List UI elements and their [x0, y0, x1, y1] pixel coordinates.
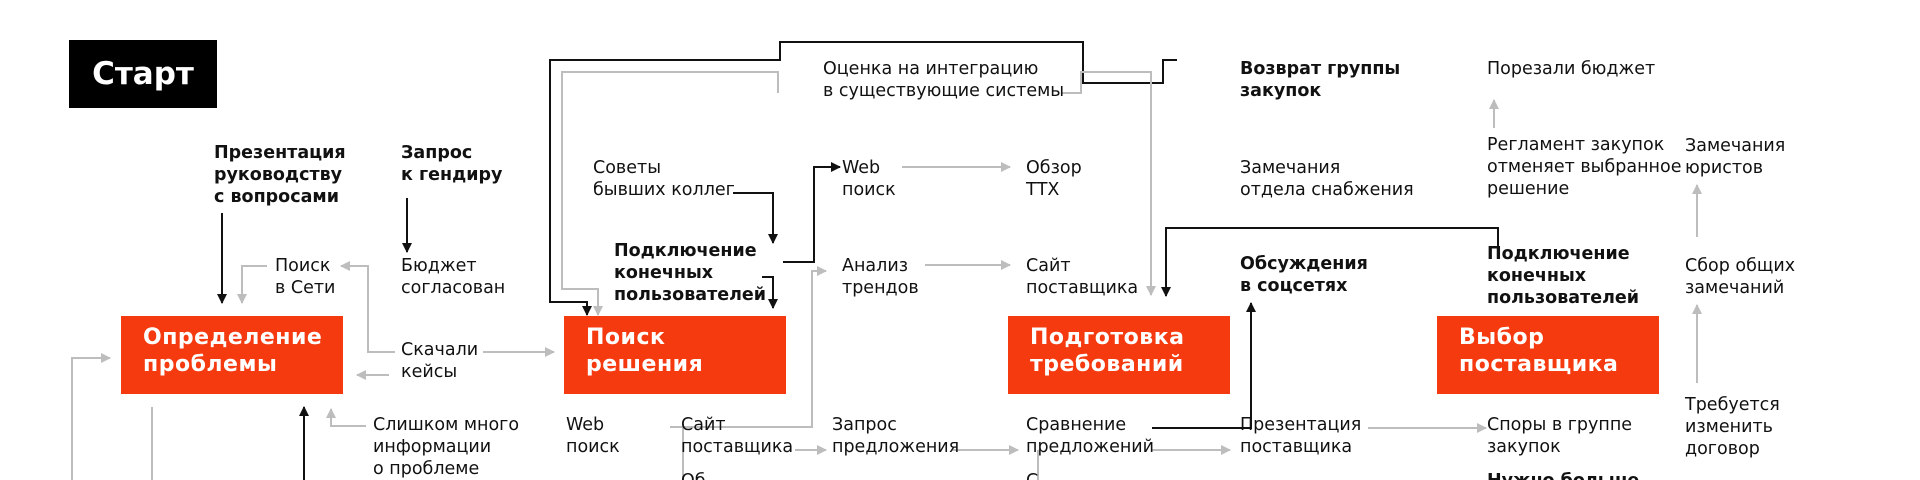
node-vendor-site-top: Сайт поставщика: [1026, 256, 1139, 298]
node-budget-cut: Порезали бюджет: [1487, 59, 1656, 79]
arrow-left-into-problem: [71, 353, 111, 480]
node-supply-remarks: Замечания отдела снабжения: [1240, 158, 1414, 200]
arrow-advice-to-connect: [733, 192, 778, 244]
stage-vendor-selection: Выбор поставщика: [1437, 316, 1659, 394]
node-web-search-bottom: Web поиск: [566, 415, 620, 457]
node-connect-users-1: Подключение конечных пользователей: [614, 241, 767, 305]
arrow-info-to-problem: [326, 408, 366, 427]
node-mgmt-presentation: Презентация руководству с вопросами: [214, 143, 346, 207]
arrow-cases-to-websearch: [340, 261, 395, 353]
start-label: Старт: [69, 40, 217, 108]
node-budget-approved: Бюджет согласован: [401, 256, 506, 298]
node-rfp: Запрос предложения: [832, 415, 960, 457]
loop-light-to-search: [1061, 71, 1156, 296]
line-site-to-trends: [670, 266, 827, 428]
stage-problem-definition: Определение проблемы: [121, 316, 343, 394]
node-procurement-rules: Регламент закупок отменяет выбранное реш…: [1487, 135, 1682, 199]
arrow-websearch-to-problem: [237, 265, 267, 304]
arrow-connect-to-search: [762, 276, 778, 309]
node-compare-offers: Сравнение предложений: [1026, 415, 1155, 457]
node-need-more: Нужно больше: [1487, 470, 1639, 480]
node-ceo-request: Запрос к гендиру: [401, 143, 503, 185]
node-bottom-cut-1: Об: [681, 470, 706, 480]
node-downloaded-cases: Скачали кейсы: [401, 340, 479, 382]
stage-requirements: Подготовка требований: [1008, 316, 1230, 394]
node-vendor-presentation: Презентация поставщика: [1240, 415, 1362, 457]
node-change-contract: Требуется изменить договор: [1685, 395, 1780, 459]
node-bottom-cut-2: С: [1026, 470, 1038, 480]
node-integration-eval: Оценка на интеграцию в существующие сист…: [823, 59, 1065, 101]
node-too-much-info: Слишком много информации о проблеме: [373, 415, 520, 479]
node-connect-users-2: Подключение конечных пользователей: [1487, 244, 1640, 308]
node-procurement-return: Возврат группы закупок: [1240, 59, 1401, 101]
loop-connect2-to-requirements: [1161, 227, 1499, 297]
loop-dark-to-search: [549, 41, 1177, 316]
node-trend-analysis: Анализ трендов: [842, 256, 919, 298]
arrow-connect-to-web: [783, 162, 841, 263]
loop-light-left: [561, 71, 779, 316]
node-procurement-disputes: Споры в группе закупок: [1487, 415, 1633, 457]
node-web-search-top: Web поиск: [842, 158, 896, 200]
node-social-discussion: Обсуждения в соцсетях: [1240, 254, 1368, 296]
node-collect-remarks: Сбор общих замечаний: [1685, 256, 1796, 298]
node-legal-remarks: Замечания юристов: [1685, 136, 1786, 178]
node-web-search-sidebar: Поиск в Сети: [275, 256, 336, 298]
node-colleagues-advice: Советы бывших коллег: [593, 158, 735, 200]
arrow-compare-to-social: [1152, 302, 1256, 429]
stage-solution-search: Поиск решения: [564, 316, 786, 394]
node-specs-review: Обзор ТТХ: [1026, 158, 1082, 200]
node-vendor-site-bottom: Сайт поставщика: [681, 415, 794, 457]
